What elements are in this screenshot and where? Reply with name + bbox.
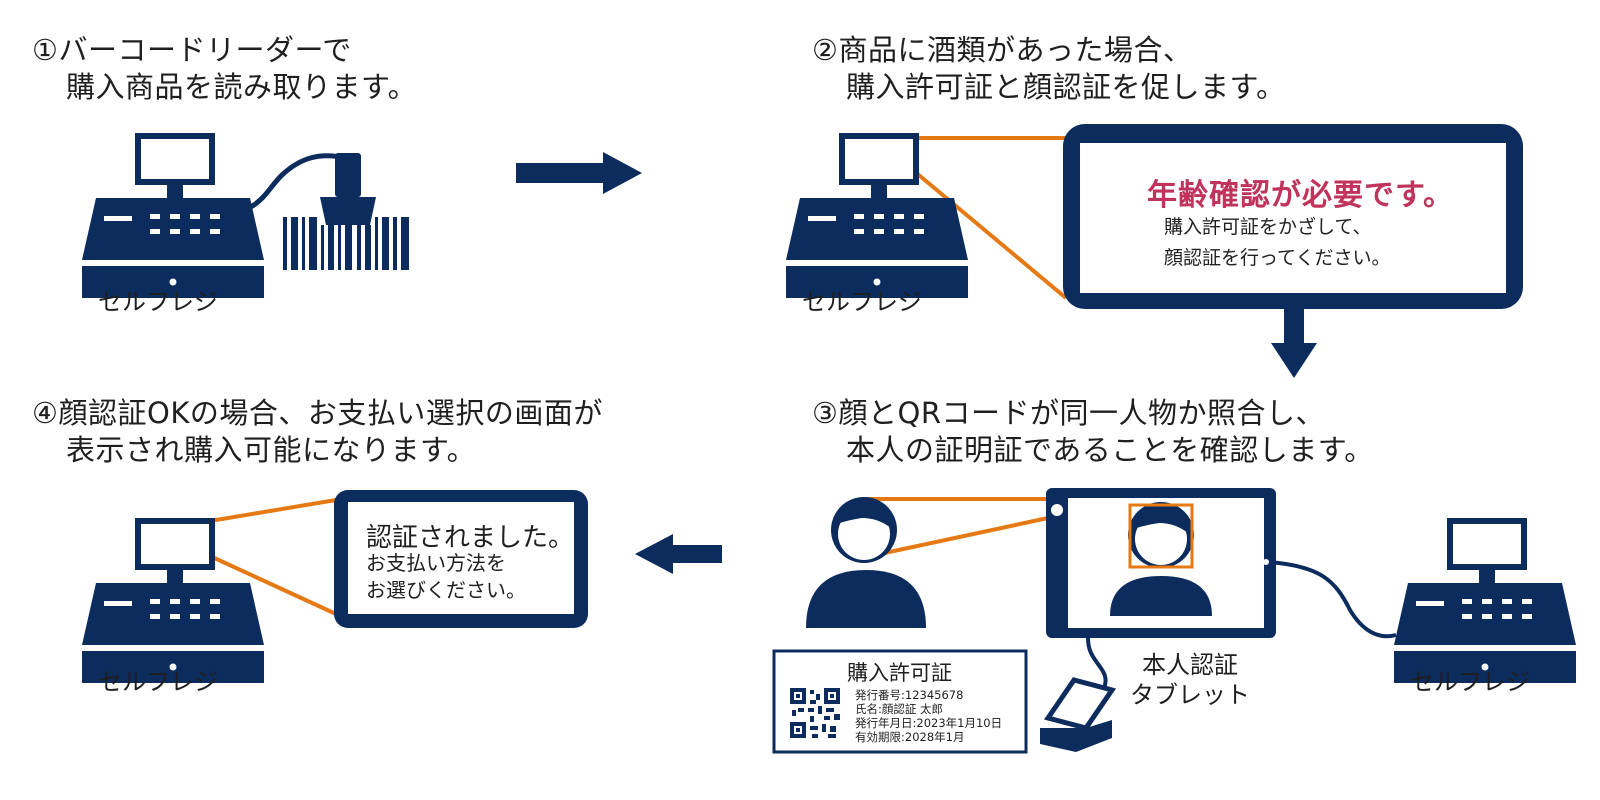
step3-title: ③顔とQRコードが同一人物か照合し、 本人の証明証であることを確認します。 [812,396,1374,467]
qr-code-icon [790,688,840,738]
person-icon [806,497,926,628]
age-check-title: 年齢確認が必要です。 [1147,178,1454,213]
payment-prompt: お支払い方法を お選びください。 [366,551,526,602]
step1-title: ①バーコードリーダーで 購入商品を読み取ります。 [32,33,418,104]
card-reader-icon [1040,677,1117,752]
step4-title: ④顔認証OKの場合、お支払い選択の画面が 表示され購入可能になります。 [32,396,603,467]
register-step2 [786,136,968,298]
register-step4 [82,521,264,683]
register-label-2: セルフレジ [802,288,922,316]
auth-tablet-label: 本人認証 タブレット [1130,651,1250,709]
permit-field-issued: 発行年月日:2023年1月10日 [855,716,1003,730]
register-label-1: セルフレジ [98,288,218,316]
scanner-cable [219,153,346,217]
arrow-right-icon [516,152,642,194]
step2-title: ②商品に酒類があった場合、 購入許可証と顔認証を促します。 [812,33,1286,104]
arrow-down-icon [1271,309,1317,378]
register-step3 [1394,521,1576,683]
age-check-body: 購入許可証をかざして、 顔認証を行ってください。 [1164,216,1391,269]
barcode-icon [283,217,409,270]
tablet-person-icon [1110,502,1212,616]
permit-title: 購入許可証 [847,661,952,685]
barcode-scanner-icon [320,153,376,225]
arrow-left-icon [635,534,722,574]
face-detect-frame [1128,503,1194,569]
tablet-icon [1046,488,1276,638]
permit-field-name: 氏名:顔認証 太郎 [855,702,944,716]
permit-field-expiry: 有効期限:2028年1月 [855,730,965,744]
register-label-3: セルフレジ [1410,668,1530,696]
auth-success-title: 認証されました。 [366,523,575,553]
register-step1 [82,136,264,298]
permit-field-number: 発行番号:12345678 [855,688,964,702]
register-label-4: セルフレジ [98,668,218,696]
